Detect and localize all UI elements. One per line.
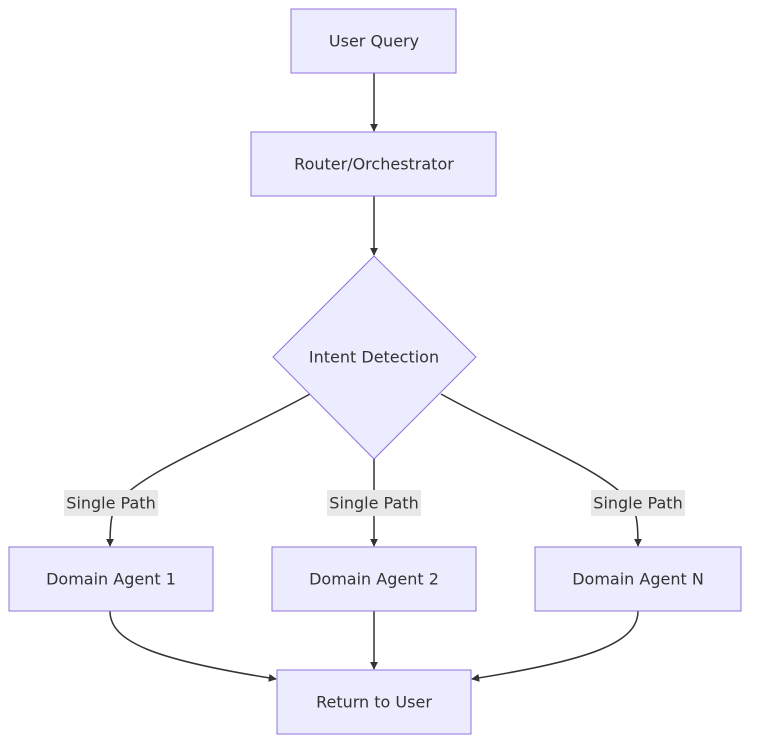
node-user-query-label: User Query <box>329 32 419 51</box>
node-domain-agent-2[interactable]: Domain Agent 2 <box>271 546 477 612</box>
edges <box>106 73 642 682</box>
edge-label-pathN-text: Single Path <box>593 494 682 513</box>
edge-labels: Single Path Single Path Single Path <box>64 490 685 516</box>
node-domain-agent-1-label: Domain Agent 1 <box>46 570 176 589</box>
nodes: User Query Router/Orchestrator Intent De… <box>8 8 742 735</box>
node-return-to-user-label: Return to User <box>316 693 432 712</box>
node-domain-agent-n-label: Domain Agent N <box>572 570 704 589</box>
node-domain-agent-1[interactable]: Domain Agent 1 <box>8 546 214 612</box>
node-router-label: Router/Orchestrator <box>294 155 454 174</box>
edge-label-pathN: Single Path <box>591 490 685 516</box>
node-domain-agent-n[interactable]: Domain Agent N <box>534 546 742 612</box>
edge-label-path2-text: Single Path <box>329 494 418 513</box>
edge-intent-to-agentN <box>440 393 642 547</box>
node-intent-detection[interactable]: Intent Detection <box>272 255 477 460</box>
node-domain-agent-2-label: Domain Agent 2 <box>309 570 439 589</box>
node-router[interactable]: Router/Orchestrator <box>250 131 497 197</box>
node-intent-detection-label: Intent Detection <box>309 348 439 367</box>
node-user-query[interactable]: User Query <box>290 8 457 74</box>
edge-intent-to-agent1 <box>106 393 311 547</box>
edge-label-path1: Single Path <box>64 490 158 516</box>
edge-agentN-to-return <box>471 610 639 682</box>
edge-label-path2: Single Path <box>327 490 421 516</box>
node-return-to-user[interactable]: Return to User <box>276 669 472 735</box>
edge-label-path1-text: Single Path <box>66 494 155 513</box>
edge-agent1-to-return <box>109 610 277 682</box>
